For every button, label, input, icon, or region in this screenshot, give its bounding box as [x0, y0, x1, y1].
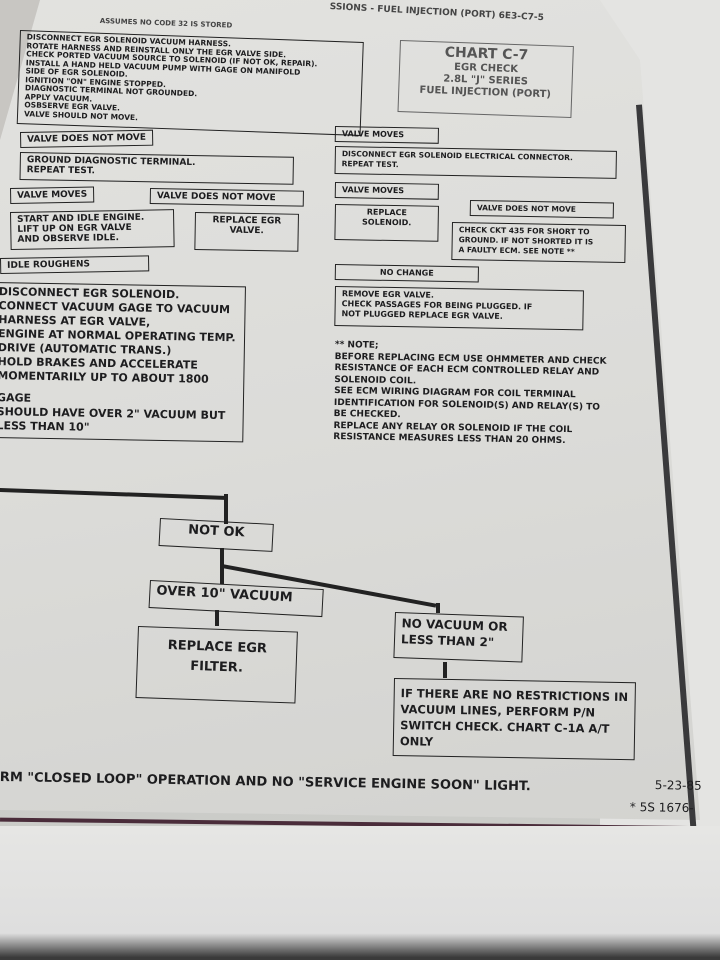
step-line: SOLENOID. [361, 217, 412, 228]
no-change-box: NO CHANGE [334, 264, 479, 283]
manual-page [0, 0, 700, 820]
initial-steps-box: DISCONNECT EGR SOLENOID VACUUM HARNESS. … [16, 30, 364, 136]
flow-connector [443, 662, 447, 678]
step-line: AND OBSERVE IDLE. [17, 233, 120, 245]
valve-does-not-move-box-2: VALVE DOES NOT MOVE [149, 188, 304, 207]
lower-page-area [0, 826, 720, 960]
start-idle-box: START AND IDLE ENGINE. LIFT UP ON EGR VA… [10, 209, 175, 250]
page-date: 5-23-85 [654, 778, 702, 793]
pn-switch-check-box: IF THERE ARE NO RESTRICTIONS IN VACUUM L… [392, 678, 636, 761]
check-ckt-435-box: CHECK CKT 435 FOR SHORT TO GROUND. IF NO… [451, 222, 626, 264]
valve-moves-box-right: VALVE MOVES [334, 126, 439, 144]
disconnect-solenoid-box: DISCONNECT EGR SOLENOID ELECTRICAL CONNE… [334, 146, 617, 179]
remove-egr-valve-box: REMOVE EGR VALVE. CHECK PASSAGES FOR BEI… [334, 286, 584, 331]
flow-connector [224, 494, 228, 524]
step-line: FILTER. [189, 658, 244, 676]
idle-roughens-box: IDLE ROUGHENS [0, 255, 150, 274]
valve-moves-box-left: VALVE MOVES [10, 186, 95, 204]
valve-does-not-move-box-3: VALVE DOES NOT MOVE [469, 200, 614, 219]
flow-connector [215, 610, 219, 626]
ecm-note: ** NOTE; BEFORE REPLACING ECM USE OHMMET… [333, 340, 607, 448]
step-line: A FAULTY ECM. SEE NOTE ** [458, 245, 575, 257]
valve-does-not-move-box-1: VALVE DOES NOT MOVE [20, 129, 154, 148]
step-line: VALVE. [229, 225, 264, 237]
replace-solenoid-box: REPLACE SOLENOID. [334, 204, 439, 242]
replace-egr-valve-box: REPLACE EGR VALVE. [194, 212, 299, 252]
chart-title-box: CHART C-7 EGR CHECK 2.8L "J" SERIES FUEL… [397, 40, 574, 119]
not-ok-box: NOT OK [158, 518, 274, 552]
page-code: * 5S 1676- [629, 800, 694, 816]
flow-connector [436, 603, 440, 613]
replace-egr-filter-box: REPLACE EGR FILTER. [135, 626, 298, 704]
valve-moves-box-right-2: VALVE MOVES [334, 182, 439, 200]
no-vacuum-box: NO VACUUM OR LESS THAN 2" [393, 612, 524, 663]
ground-diagnostic-box: GROUND DIAGNOSTIC TERMINAL. REPEAT TEST. [19, 152, 294, 185]
vacuum-gage-steps-box: DISCONNECT EGR SOLENOID. CONNECT VACUUM … [0, 282, 246, 443]
